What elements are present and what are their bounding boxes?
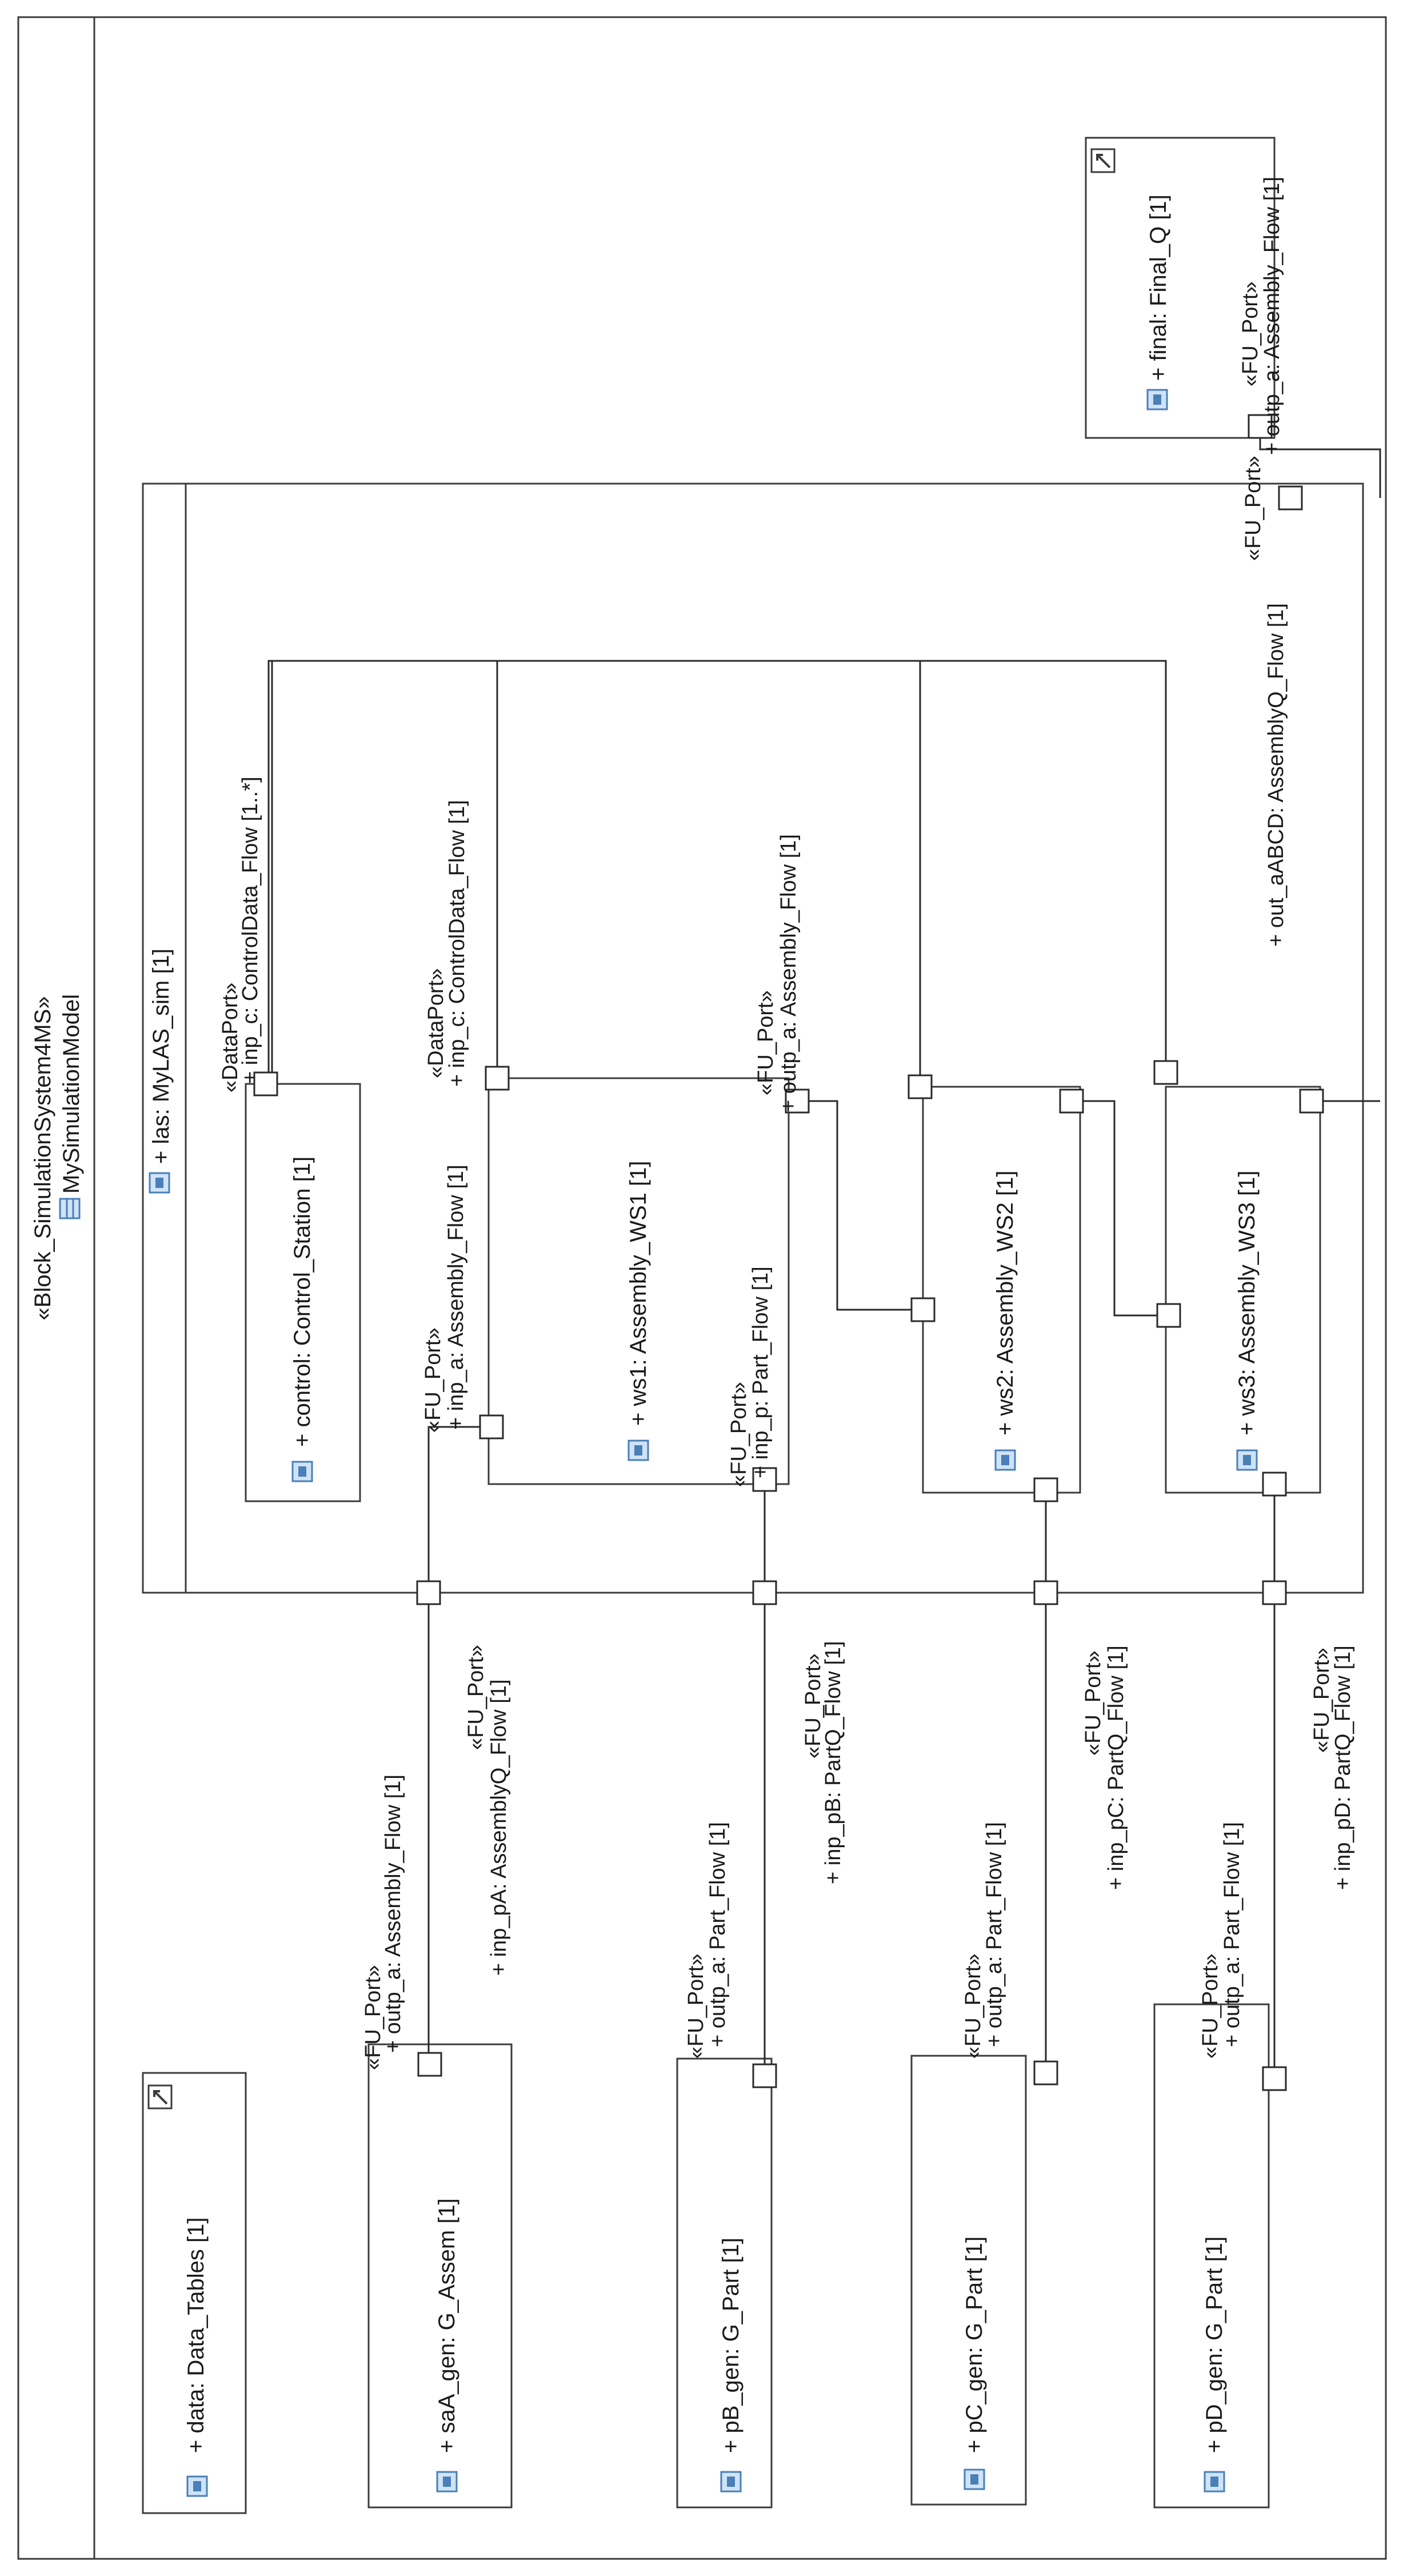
part-icon [291, 1461, 313, 1482]
diagram-frame [17, 16, 1387, 2560]
part-control[interactable]: + control: Control_Station [1] [245, 1083, 361, 1502]
port-label: + inp_pA: AssemblyQ_Flow [1] [487, 1679, 511, 1976]
port-label: + outp_a: Assembly_Flow [1] [777, 834, 801, 1112]
part-final[interactable]: + final: Final_Q [1] [1085, 137, 1276, 439]
port-labels: «FU_Port» + outp_a: Assembly_Flow [1] «F… [218, 177, 1355, 2070]
block-name: MySimulationModel [59, 994, 84, 1194]
port-stereotype: «FU_Port» [961, 1953, 985, 2059]
diagram-icon [1090, 148, 1116, 173]
port-label: + inp_pD: PartQ_Flow [1] [1331, 1645, 1355, 1890]
part-label: + data: Data_Tables [1] [183, 2218, 209, 2454]
part-label: + final: Final_Q [1] [1146, 194, 1171, 381]
part-label: + pC_gen: G_Part [1] [962, 2236, 987, 2453]
part-pD_gen[interactable]: + pD_gen: G_Part [1] [1153, 2003, 1270, 2509]
part-icon [994, 1449, 1016, 1471]
port-ws2-outp[interactable] [1059, 1088, 1084, 1114]
part-icon [964, 2469, 985, 2490]
port-label: + inp_pC: PartQ_Flow [1] [1104, 1645, 1128, 1890]
block-icon [59, 1198, 81, 1219]
connector-ws1-ws2 [797, 1100, 923, 1311]
port-stereotype: «FU_Port» [421, 1327, 445, 1433]
port-label: + inp_a: Assembly_Flow [1] [444, 1165, 468, 1430]
port-stereotype: «FU_Port» [464, 1645, 488, 1750]
port-stereotype: «DataPort» [218, 983, 242, 1092]
port-ws1-outp[interactable] [785, 1088, 810, 1114]
part-icon [149, 1172, 170, 1194]
port-las-out[interactable] [1278, 485, 1303, 511]
port-stereotype: «FU_Port» [361, 1965, 385, 2070]
port-label: + inp_p: Part_Flow [1] [749, 1266, 773, 1478]
part-icon [1236, 1449, 1258, 1471]
port-las-inp-pC[interactable] [1033, 1580, 1058, 1605]
ports [253, 414, 1324, 2091]
port-stereotype: «FU_Port» [684, 1953, 708, 2059]
part-label: + ws1: Assembly_WS1 [1] [626, 1161, 651, 1426]
port-saA-outp[interactable] [417, 2052, 442, 2077]
part-icon [1146, 389, 1168, 410]
port-ws2-inp-p[interactable] [1033, 1477, 1058, 1502]
port-label: + inp_c: ControlData_Flow [1] [445, 800, 469, 1087]
port-pD-outp[interactable] [1262, 2066, 1287, 2091]
part-saA_gen[interactable]: + saA_gen: G_Assem [1] [367, 2043, 513, 2509]
port-label: + outp_a: Assembly_Flow [1] [381, 1775, 405, 2053]
part-ws2[interactable]: + ws2: Assembly_WS2 [1] [922, 1086, 1081, 1494]
port-ws2-inp-a[interactable] [910, 1297, 936, 1322]
part-label: + pB_gen: G_Part [1] [718, 2238, 744, 2453]
port-las-inp-pB[interactable] [752, 1580, 777, 1605]
port-stereotype: «DataPort» [424, 968, 448, 1078]
port-ws2-inp-c[interactable] [908, 1074, 933, 1099]
port-ws3-inp-p[interactable] [1262, 1472, 1287, 1497]
port-label: + outp_a: Part_Flow [1] [1220, 1822, 1244, 2047]
port-ws3-inp-a[interactable] [1156, 1303, 1181, 1328]
port-ws1-inp-a[interactable] [479, 1414, 504, 1439]
connector-inpA-ws1 [427, 1426, 494, 1593]
part-pC_gen[interactable]: + pC_gen: G_Part [1] [910, 2055, 1027, 2506]
port-pC-outp[interactable] [1033, 2060, 1058, 2085]
port-label: + inp_pB: PartQ_Flow [1] [821, 1641, 845, 1884]
port-las-inp-pD[interactable] [1262, 1580, 1287, 1605]
port-stereotype: «FU_Port» [727, 1382, 751, 1487]
part-icon [186, 2475, 208, 2497]
part-icon [436, 2471, 458, 2493]
part-label: + ws2: Assembly_WS2 [1] [993, 1170, 1018, 1435]
port-label: + outp_a: Part_Flow [1] [982, 1822, 1006, 2047]
port-ws1-inp-c[interactable] [485, 1066, 510, 1091]
port-stereotype: «FU_Port» [1081, 1650, 1105, 1756]
part-label: + pD_gen: G_Part [1] [1202, 2236, 1227, 2453]
port-stereotype: «FU_Port» [754, 990, 778, 1095]
part-icon [1204, 2471, 1225, 2493]
port-stereotype: «FU_Port» [1310, 1648, 1334, 1753]
part-label: + las: MyLAS_sim [1] [149, 948, 174, 1164]
port-label: + out_aABCD: AssemblyQ_Flow [1] [1264, 603, 1288, 947]
part-ws3[interactable]: + ws3: Assembly_WS3 [1] [1165, 1086, 1321, 1494]
connector-ws2-ws3 [1072, 1100, 1169, 1317]
port-ws3-inp-c[interactable] [1153, 1060, 1178, 1085]
block-stereotype: «Block_SimulationSystem4MS» [30, 996, 55, 1321]
port-ws1-inp-p[interactable] [752, 1467, 777, 1492]
part-icon [720, 2471, 742, 2493]
connectors [267, 426, 1381, 2079]
port-ws3-outp[interactable] [1299, 1088, 1324, 1114]
port-control-inp-c[interactable] [253, 1071, 278, 1096]
port-stereotype: «FU_Port» [1238, 281, 1262, 386]
part-ws1[interactable]: + ws1: Assembly_WS1 [1] [487, 1077, 790, 1485]
port-las-inp-pA[interactable] [416, 1580, 441, 1605]
part-label: + control: Control_Station [1] [290, 1157, 315, 1447]
part-data[interactable]: + data: Data_Tables [1] [142, 2072, 247, 2514]
part-pB_gen[interactable]: + pB_gen: G_Part [1] [676, 2057, 773, 2509]
port-stereotype: «FU_Port» [801, 1653, 825, 1758]
port-pB-outp[interactable] [752, 2063, 777, 2088]
port-final-outp[interactable] [1248, 414, 1273, 439]
diagram-icon [147, 2084, 173, 2110]
port-label: + inp_c: ControlData_Flow [1..*] [238, 776, 262, 1084]
port-stereotype: «FU_Port» [1241, 456, 1265, 561]
port-label: + outp_a: Part_Flow [1] [706, 1822, 730, 2047]
port-stereotype: «FU_Port» [1198, 1953, 1222, 2059]
part-label: + saA_gen: G_Assem [1] [434, 2198, 459, 2453]
part-label: + ws3: Assembly_WS3 [1] [1234, 1170, 1260, 1435]
port-label: + outp_a: Assembly_Flow [1] [1260, 177, 1284, 455]
part-icon [627, 1439, 649, 1461]
